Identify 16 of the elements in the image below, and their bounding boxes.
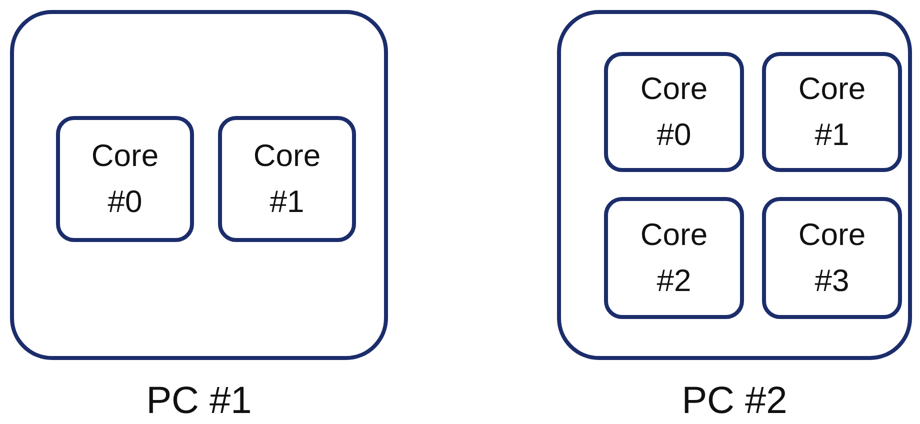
- core-label: Core #0: [90, 137, 160, 221]
- computer-label: PC #2: [680, 382, 788, 420]
- core-box: [56, 116, 194, 242]
- core-box: [762, 197, 902, 319]
- computer-label: PC #1: [145, 382, 253, 420]
- core-label: Core #1: [797, 70, 867, 154]
- core-label: Core #1: [252, 137, 322, 221]
- computer-box: [557, 10, 912, 360]
- core-label: Core #2: [639, 216, 709, 300]
- core-label: Core #3: [797, 216, 867, 300]
- core-box: [604, 52, 744, 172]
- core-label: Core #0: [639, 70, 709, 154]
- core-box: [604, 197, 744, 319]
- core-box: [218, 116, 356, 242]
- computer-box: [10, 10, 388, 360]
- core-box: [762, 52, 902, 172]
